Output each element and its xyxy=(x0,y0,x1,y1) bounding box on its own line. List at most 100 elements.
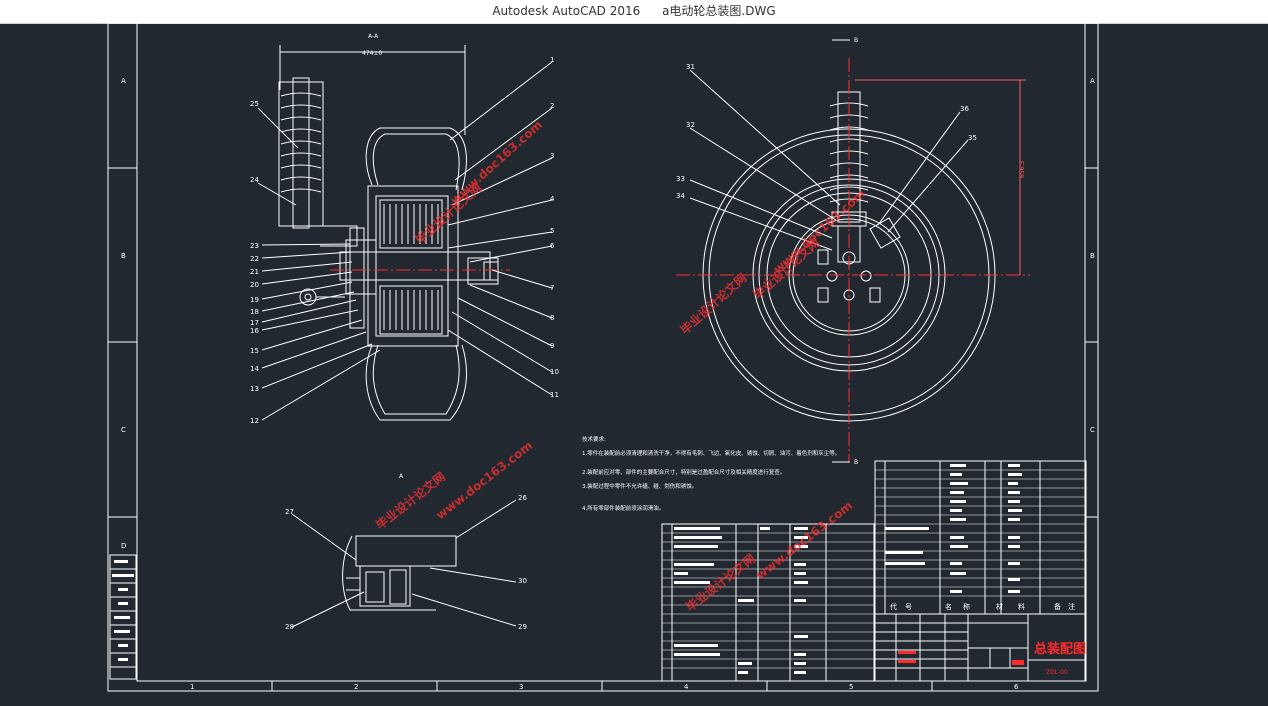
callout-number: 17 xyxy=(250,319,259,327)
watermark-text: www.doc163.com xyxy=(771,187,868,277)
zone-ticks xyxy=(108,167,1098,691)
note-line: 1.零件在装配前必须清理和清洗干净，不得有毛刺、飞边、氧化皮、锈蚀、切屑、油污、… xyxy=(582,449,840,457)
wheel-centerlines xyxy=(676,58,1030,462)
callout-number: 29 xyxy=(518,623,527,631)
watermark-text: www.doc163.com xyxy=(433,438,535,522)
zone-letter: B xyxy=(1090,252,1095,260)
callout-number: 9 xyxy=(550,342,554,350)
detail-leaders xyxy=(291,499,517,628)
callout-number: 14 xyxy=(250,365,259,373)
title-block xyxy=(874,613,1087,682)
view-label: B xyxy=(854,37,858,44)
zone-letter: B xyxy=(121,252,126,260)
notes-title: 技术要求: xyxy=(582,435,606,443)
left-callouts: 25 24 23 22 21 20 19 18 17 16 15 14 13 1… xyxy=(250,100,259,425)
callout-number: 23 xyxy=(250,242,259,250)
header-cell: 料 xyxy=(1018,602,1025,611)
drawing-name: 总装配图 xyxy=(1034,641,1086,657)
header-cell: 备 xyxy=(1054,602,1061,611)
header-cell: 号 xyxy=(905,603,912,611)
callout-number: 35 xyxy=(968,134,977,142)
revision-strip-marks xyxy=(112,560,134,661)
right-leaders xyxy=(447,61,553,396)
callout-number: 31 xyxy=(686,63,695,71)
app-name: Autodesk AutoCAD 2016 xyxy=(492,4,641,18)
zone-number: 1 xyxy=(190,683,194,691)
callout-number: 32 xyxy=(686,121,695,129)
section-label: A-A xyxy=(368,33,379,40)
callout-number: 7 xyxy=(550,284,554,292)
outer-frame xyxy=(107,22,1099,692)
parts-list-lower-marks xyxy=(674,527,808,674)
callout-number: 16 xyxy=(250,327,259,335)
callout-number: 5 xyxy=(550,227,554,235)
detail-view xyxy=(342,535,457,611)
zone-letter: A xyxy=(121,77,126,85)
file-name: a电动轮总装图.DWG xyxy=(662,4,776,18)
callout-number: 12 xyxy=(250,417,259,425)
right-callouts: 1 2 3 4 5 6 7 8 9 10 11 xyxy=(550,56,559,399)
dimension-height: 656.3 xyxy=(1019,161,1026,178)
view-arrows xyxy=(832,39,850,463)
callout-number: 1 xyxy=(550,56,554,64)
zone-number: 5 xyxy=(849,683,853,691)
callout-number: 36 xyxy=(960,105,969,113)
zone-letter: D xyxy=(121,542,126,550)
note-line: 3.装配过程中零件不允许磕、碰、划伤和锈蚀。 xyxy=(582,482,697,490)
zone-number: 3 xyxy=(519,683,523,691)
technical-notes: 技术要求: 1.零件在装配前必须清理和清洗干净，不得有毛刺、飞边、氧化皮、锈蚀、… xyxy=(582,435,840,512)
callout-number: 25 xyxy=(250,100,259,108)
left-leaders xyxy=(257,107,381,421)
parts-list-lower xyxy=(661,523,875,682)
wheel-callouts: 31 32 33 34 36 35 xyxy=(676,63,977,200)
inner-frame xyxy=(136,22,1086,682)
view-label: B xyxy=(854,459,858,466)
zone-letter: C xyxy=(1090,426,1095,434)
window-titlebar: Autodesk AutoCAD 2016 a电动轮总装图.DWG xyxy=(0,0,1268,24)
wheel-leaders xyxy=(689,69,969,251)
header-cell: 代 xyxy=(890,602,897,611)
dimension-width: 474±0 xyxy=(362,50,382,57)
watermark-text: 毕业设计论文网 xyxy=(373,469,448,533)
header-cell: 称 xyxy=(963,602,970,611)
callout-number: 30 xyxy=(518,577,527,585)
callout-number: 20 xyxy=(250,281,259,289)
callout-number: 2 xyxy=(550,102,554,110)
callout-number: 26 xyxy=(518,494,527,502)
parts-list-header: 代 号 名 称 材 料 备 注 xyxy=(890,602,1075,611)
header-cell: 名 xyxy=(945,602,952,611)
zone-numbers: 1 2 3 4 5 6 xyxy=(190,683,1019,691)
drawing-code: ZDL-00 xyxy=(1046,669,1068,676)
watermarks: 毕业设计论文网 www.doc163.com 毕业设计论文网 www.doc16… xyxy=(373,118,868,615)
section-view-a xyxy=(278,45,499,421)
zone-number: 6 xyxy=(1014,683,1019,691)
drawing-canvas[interactable]: A B C D A B C 1 2 3 4 5 6 xyxy=(0,22,1268,702)
parts-list-text-marks xyxy=(885,464,1022,593)
callout-number: 18 xyxy=(250,308,259,316)
callout-number: 4 xyxy=(550,195,555,203)
note-line: 4.所有零部件装配前须涂润滑油。 xyxy=(582,504,664,512)
view-mark: A xyxy=(399,473,404,480)
callout-number: 8 xyxy=(550,314,554,322)
detail-callouts: 27 26 30 28 29 xyxy=(285,494,527,631)
callout-number: 13 xyxy=(250,385,259,393)
zone-letter: C xyxy=(121,426,126,434)
callout-number: 34 xyxy=(676,192,685,200)
callout-number: 10 xyxy=(550,368,559,376)
zone-number: 2 xyxy=(354,683,358,691)
callout-number: 11 xyxy=(550,391,559,399)
zone-letter: A xyxy=(1090,77,1095,85)
header-cell: 材 xyxy=(996,602,1003,611)
callout-number: 22 xyxy=(250,255,259,263)
parts-list-lower-rows xyxy=(662,532,874,669)
callout-number: 6 xyxy=(550,242,555,250)
zone-number: 4 xyxy=(684,683,689,691)
parts-list-rows xyxy=(875,469,1086,597)
callout-number: 28 xyxy=(285,623,294,631)
header-cell: 注 xyxy=(1068,602,1075,611)
parts-list-upper xyxy=(874,460,1087,615)
callout-number: 15 xyxy=(250,347,259,355)
watermark-text: 毕业设计论文网 xyxy=(677,270,749,337)
revision-strip xyxy=(109,554,137,680)
callout-number: 21 xyxy=(250,268,259,276)
